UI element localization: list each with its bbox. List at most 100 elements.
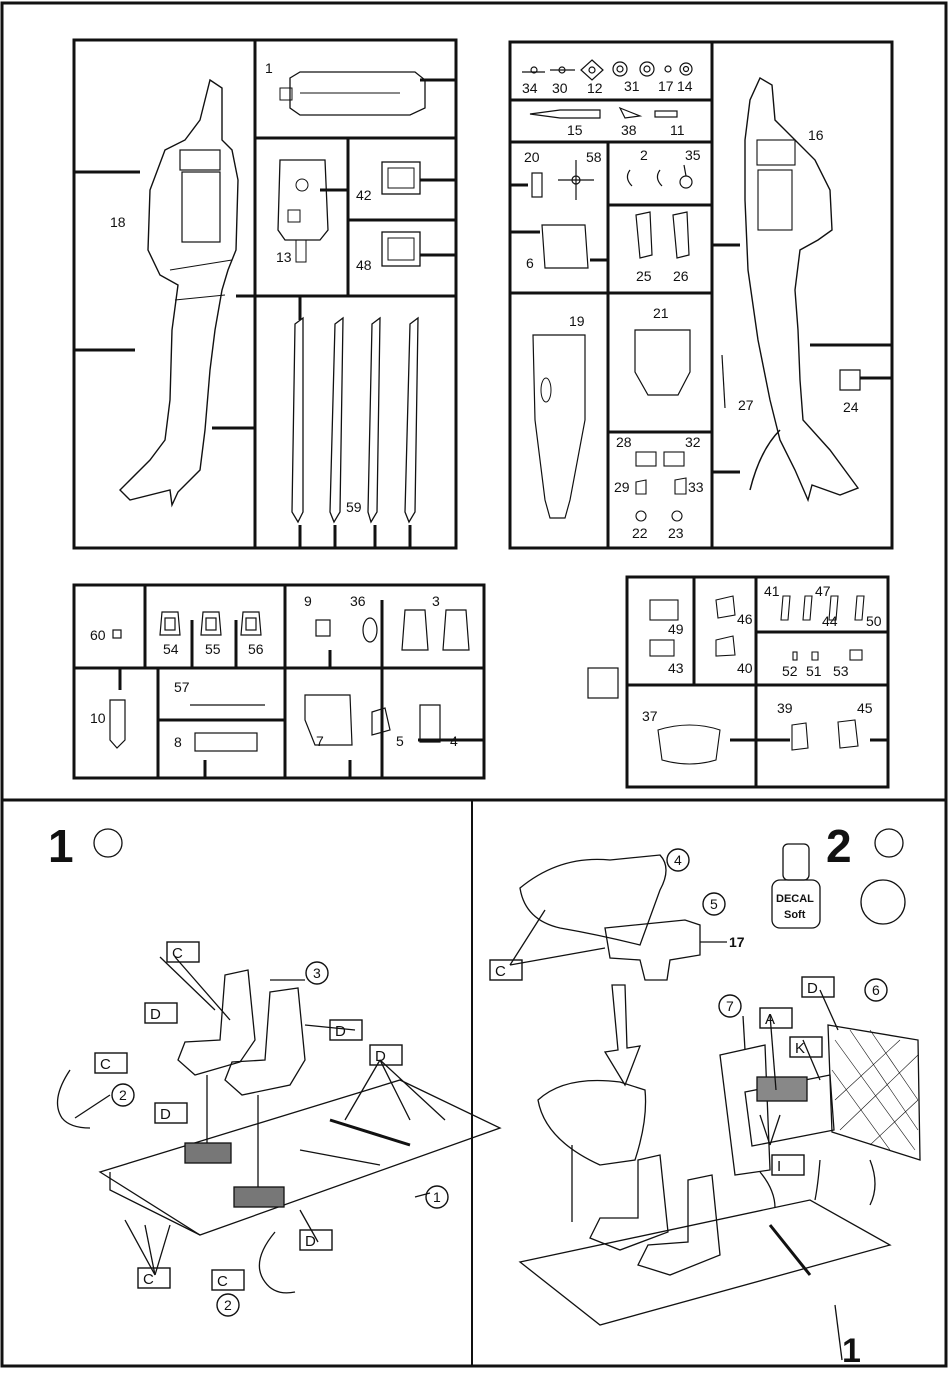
step1-callout-2b: 2 [224,1297,232,1313]
label-2: 2 [640,147,648,163]
step2-tag-a: A [765,1011,775,1028]
sprue-c [74,585,484,778]
label-9: 9 [304,593,312,609]
step1-tag-c2: C [100,1056,111,1073]
label-58: 58 [586,149,602,165]
part-21 [635,330,690,395]
label-21: 21 [653,305,669,321]
sprue-clear [627,577,888,787]
label-38: 38 [621,122,637,138]
decal-bottle-line1: DECAL [776,893,814,905]
label-50: 50 [866,613,882,629]
label-14: 14 [677,78,693,94]
step1-tag-d3: D [375,1048,386,1065]
step1-callout-3: 3 [313,965,321,981]
step1-tags [95,942,402,1290]
step2-tag-i: I [777,1158,781,1175]
part-rotor-blades-59 [292,318,418,522]
label-37: 37 [642,708,658,724]
label-12: 12 [587,80,603,96]
label-11: 11 [670,122,685,138]
step2-callout-5: 5 [710,896,718,912]
label-25: 25 [636,268,652,284]
part-fuselage-18 [120,80,238,505]
step1-number: 1 [48,820,74,872]
step1-tag-c3: C [143,1271,154,1288]
label-4: 4 [450,733,458,749]
part-13 [278,160,328,240]
label-10: 10 [90,710,106,726]
step2-callout-4: 4 [674,852,682,868]
step1-callout-1: 1 [433,1189,441,1205]
label-51: 51 [806,663,822,679]
step2-number: 2 [826,820,852,872]
label-22: 22 [632,525,648,541]
step1-tag-c4: C [217,1273,228,1290]
part-19 [533,335,585,518]
label-29: 29 [614,479,630,495]
label-43: 43 [668,660,684,676]
empty-square [588,668,618,698]
step2-callout-6: 6 [872,982,880,998]
label-27: 27 [738,397,754,413]
label-52: 52 [782,663,798,679]
label-13: 13 [276,249,292,265]
label-3: 3 [432,593,440,609]
step1-tag-d5: D [305,1233,316,1250]
label-16: 16 [808,127,824,143]
label-49: 49 [668,621,684,637]
label-30: 30 [552,80,568,96]
label-15: 15 [567,122,583,138]
sprue-a [74,40,456,548]
step1-tag-d2: D [335,1023,346,1040]
label-26: 26 [673,268,689,284]
label-60: 60 [90,627,106,643]
step2-tag-d: D [807,980,818,997]
label-54: 54 [163,641,179,657]
label-8: 8 [174,734,182,750]
label-55: 55 [205,641,221,657]
label-33: 33 [688,479,704,495]
step1-tag-c1: C [172,945,183,962]
label-53: 53 [833,663,849,679]
label-19: 19 [569,313,585,329]
label-31: 31 [624,78,640,94]
label-59: 59 [346,499,362,515]
label-39: 39 [777,700,793,716]
label-23: 23 [668,525,684,541]
label-40: 40 [737,660,753,676]
label-32: 32 [685,434,701,450]
step1-callout-2a: 2 [119,1087,127,1103]
step2-tag-c: C [495,963,506,980]
step2-callout-7: 7 [726,998,734,1014]
label-34: 34 [522,80,538,96]
label-17: 17 [658,78,674,94]
label-1: 1 [265,60,273,76]
step2-label-17: 17 [729,934,745,950]
step2-tags [490,960,834,1175]
step1-tag-d1: D [150,1006,161,1023]
label-18: 18 [110,214,126,230]
label-7: 7 [316,733,324,749]
label-6: 6 [526,255,534,271]
label-35: 35 [685,147,701,163]
decal-bottle-line2: Soft [784,909,806,921]
label-41: 41 [764,583,780,599]
sprue-c-parts [110,610,469,751]
step2-tag-k: K [795,1040,805,1057]
step1-callout-circles [112,962,448,1316]
part-fuselage-16 [745,78,858,500]
label-56: 56 [248,641,264,657]
label-5: 5 [396,733,404,749]
label-24: 24 [843,399,859,415]
step2-big-1: 1 [842,1332,861,1369]
part-6 [542,225,588,268]
label-42: 42 [356,187,372,203]
label-20: 20 [524,149,540,165]
label-45: 45 [857,700,873,716]
label-36: 36 [350,593,366,609]
label-48: 48 [356,257,372,273]
label-47: 47 [815,583,831,599]
